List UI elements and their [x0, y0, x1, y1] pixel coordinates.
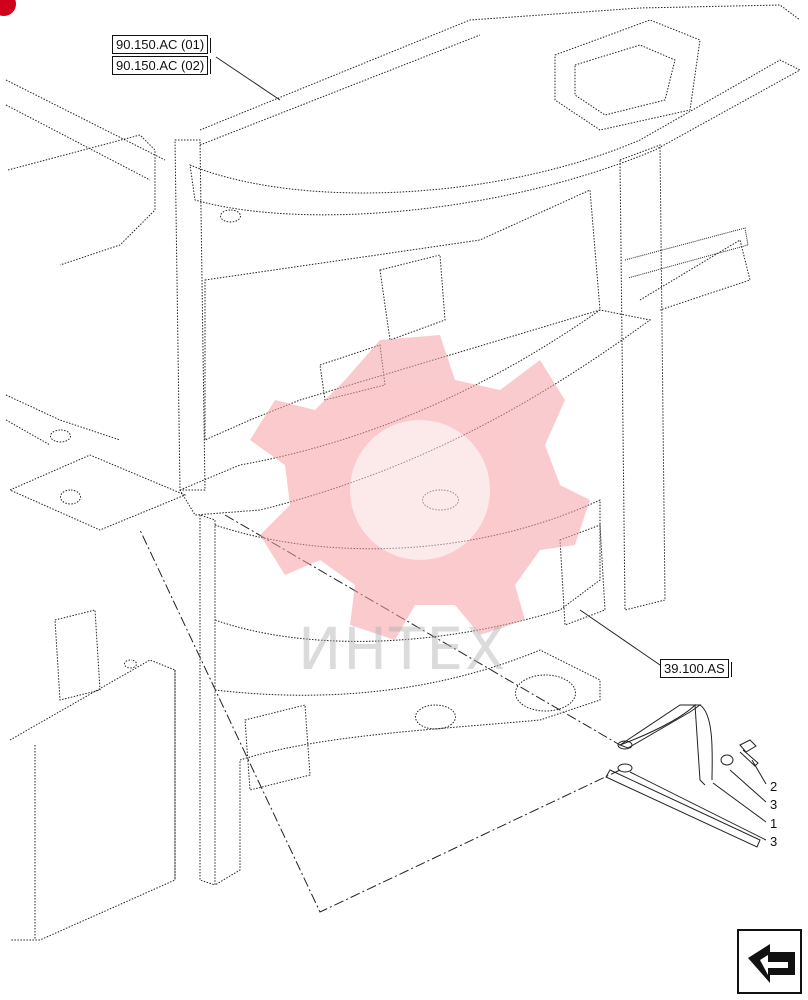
bolt: [739, 739, 759, 767]
callout-3-upper: 3: [770, 797, 778, 812]
housing-hole-1: [415, 704, 456, 730]
housing-lower: [214, 649, 601, 886]
frame-stud-2: [50, 429, 71, 443]
frame-stud-1: [220, 209, 241, 223]
leader-1: [712, 782, 767, 823]
right-side-tread: [624, 227, 749, 279]
leader-ref-90-150: [215, 56, 281, 101]
housing-lower-ear: [244, 704, 311, 791]
left-lower-plate: [9, 659, 176, 941]
reference-label-90-150-ac-01[interactable]: 90.150.AC (01): [112, 35, 212, 54]
watermark-brand-text: ИНТЕХ: [298, 615, 507, 683]
washer-lower: [617, 763, 633, 773]
left-rail-upper: [5, 79, 166, 266]
center-plate: [204, 189, 601, 441]
nav-arrow-box: [737, 929, 802, 994]
callout-1: 1: [770, 816, 778, 831]
callout-3-lower: 3: [770, 834, 778, 849]
main-frame-arch: [189, 59, 802, 216]
leader-3a: [729, 769, 767, 803]
leader-2: [751, 759, 767, 785]
reference-label-39-100-as[interactable]: 39.100.AS: [660, 659, 732, 678]
left-bracket-plate: [8, 454, 187, 531]
strap-bracket-top: [618, 704, 702, 749]
housing-body: [199, 499, 601, 886]
washer-upper: [617, 740, 633, 750]
watermark-gear-logo: [250, 335, 590, 640]
upper-right-bracket: [554, 19, 701, 131]
center-plate-slot: [319, 254, 446, 401]
leader-ref-39-100: [579, 609, 661, 666]
left-rail-lower: [5, 394, 121, 446]
corner-badge: [0, 0, 16, 16]
housing-side-bracket: [559, 524, 606, 626]
frame-stud-3: [124, 659, 137, 669]
leader-3b: [629, 771, 767, 841]
right-side-post: [619, 144, 751, 611]
housing-hole-2: [515, 674, 576, 712]
reference-label-90-150-ac-02[interactable]: 90.150.AC (02): [112, 56, 212, 75]
main-frame-left-post: [174, 139, 206, 491]
washer-right: [720, 754, 734, 766]
main-frame-top: [199, 4, 801, 146]
left-lower-slot: [54, 609, 101, 701]
callout-2: 2: [770, 779, 778, 794]
